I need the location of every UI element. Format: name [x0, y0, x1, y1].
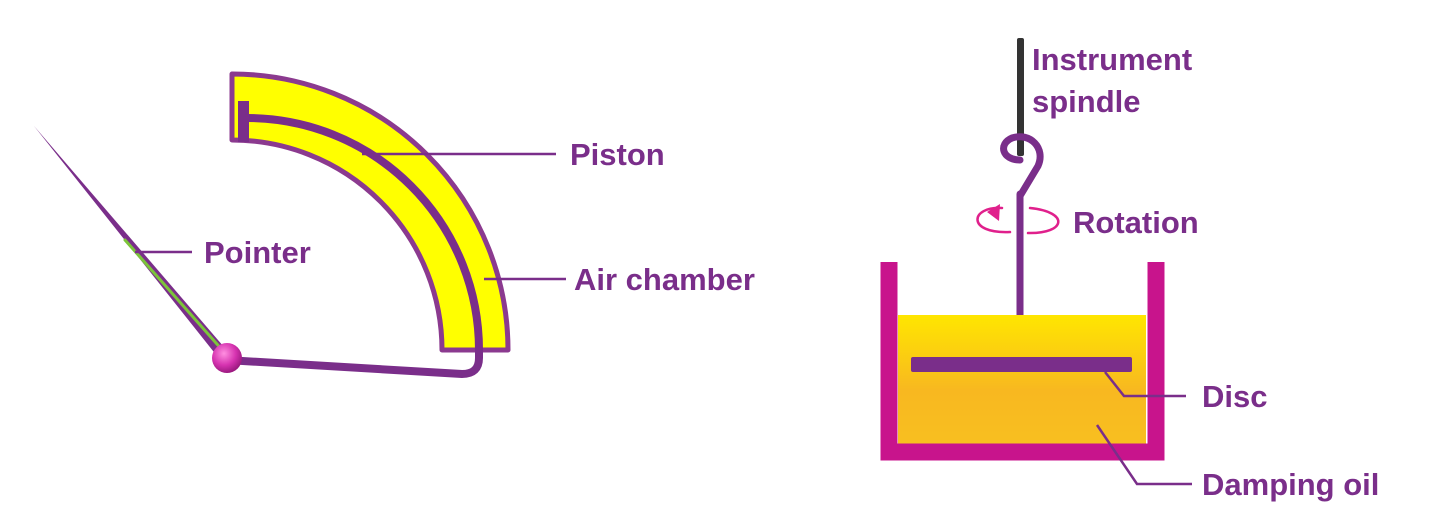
- piston-arm: [222, 114, 483, 378]
- air-friction-damping-diagram: Piston Pointer Air chamber: [34, 71, 755, 378]
- piston-end-plate: [238, 101, 249, 142]
- pointer-highlight: [123, 238, 226, 354]
- damping-oil: [898, 315, 1146, 452]
- damping-oil-label: Damping oil: [1202, 467, 1379, 502]
- pointer-label: Pointer: [204, 235, 311, 270]
- disc-label: Disc: [1202, 379, 1267, 414]
- air-chamber-shape: [229, 71, 511, 353]
- fluid-friction-damping-diagram: Instrument spindle Rotation Disc Damping…: [880, 38, 1379, 502]
- spindle-hook: [1000, 133, 1044, 200]
- pointer-pivot: [212, 343, 242, 373]
- damping-disc: [911, 357, 1132, 372]
- rotation-arrow-icon: [976, 204, 1060, 235]
- damping-oil-leader-line: [1095, 424, 1192, 486]
- piston-label: Piston: [570, 137, 665, 172]
- disc-leader-line: [1104, 371, 1186, 398]
- rotation-label: Rotation: [1073, 205, 1199, 240]
- instrument-spindle-label-line1: Instrument: [1032, 42, 1192, 77]
- oil-tank: [880, 262, 1165, 461]
- air-chamber-label: Air chamber: [574, 262, 755, 297]
- instrument-spindle: [1017, 38, 1024, 156]
- instrument-spindle-label-line2: spindle: [1032, 84, 1141, 119]
